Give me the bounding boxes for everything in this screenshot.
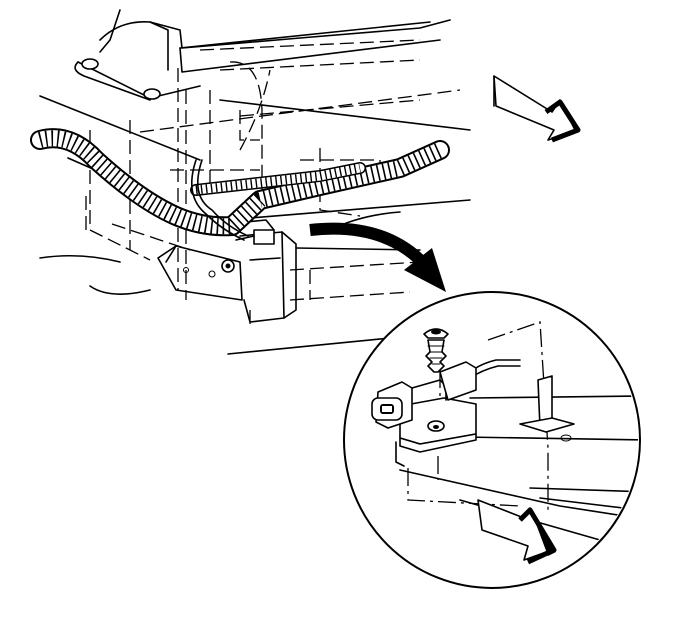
direction-arrow-icon <box>477 499 557 565</box>
push-pin-fastener-icon <box>423 328 449 373</box>
bolt-icon <box>81 58 99 70</box>
magnified-detail-circle-icon <box>343 291 641 589</box>
corrugated-wire-harness-icon <box>37 130 444 235</box>
vehicle-underbody-main-view <box>30 9 471 355</box>
bolt-icon <box>143 88 161 100</box>
direction-arrow-icon <box>493 75 581 143</box>
electrical-connector-icon <box>371 361 477 429</box>
curved-callout-arrow-icon <box>309 222 446 292</box>
